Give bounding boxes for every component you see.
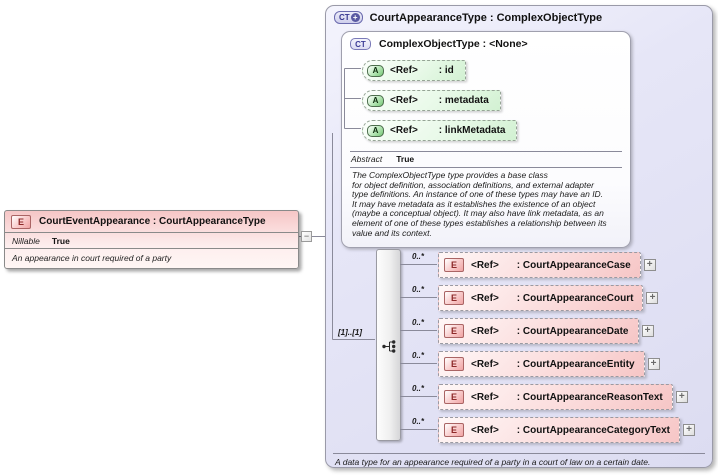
element-name: : CourtAppearanceReasonText <box>516 391 663 403</box>
attribute-ref-id[interactable]: A <Ref> : id <box>362 60 466 81</box>
base-type-box-complexobjecttype: CT ComplexObjectType : <None> A <Ref> : … <box>341 31 631 248</box>
element-row: E <Ref> : CourtAppearanceDate + <box>438 318 654 344</box>
complextype-plus-icon: CT + <box>334 11 363 24</box>
element-ref-courtappearancecourt[interactable]: E <Ref> : CourtAppearanceCourt <box>438 285 644 311</box>
base-type-title: ComplexObjectType : <None> <box>379 38 528 50</box>
expand-button[interactable]: + <box>646 292 659 304</box>
expand-button[interactable]: + <box>682 424 695 436</box>
cardinality-label: 0..* <box>412 351 425 360</box>
element-node-courteventappearance[interactable]: E CourtEventAppearance : CourtAppearance… <box>4 210 299 269</box>
attribute-name: : linkMetadata <box>438 125 506 136</box>
element-icon: E <box>444 390 464 404</box>
type-box-title: CourtAppearanceType : ComplexObjectType <box>369 11 603 24</box>
element-icon: E <box>444 324 464 338</box>
element-row: E <Ref> : CourtAppearanceEntity + <box>438 351 660 377</box>
attribute-icon: A <box>367 124 384 137</box>
element-row: E <Ref> : CourtAppearanceReasonText + <box>438 384 688 410</box>
sequence-indicator[interactable] <box>376 249 401 441</box>
separator <box>350 151 622 152</box>
element-name: : CourtAppearanceCourt <box>516 292 634 304</box>
sequence-cardinality: [1]..[1] <box>338 328 362 337</box>
element-ref-courtappearancedate[interactable]: E <Ref> : CourtAppearanceDate <box>438 318 639 344</box>
element-row: E <Ref> : CourtAppearanceCategoryText + <box>438 417 695 443</box>
cardinality-label: 0..* <box>412 384 425 393</box>
base-type-description: The ComplexObjectType type provides a ba… <box>352 170 607 238</box>
attribute-icon: A <box>367 64 384 77</box>
type-box-header: CT + CourtAppearanceType : ComplexObject… <box>334 11 602 24</box>
complextype-icon: CT <box>350 38 371 50</box>
element-node-description: An appearance in court required of a par… <box>12 253 172 263</box>
type-documentation: A data type for an appearance required o… <box>335 457 651 467</box>
cardinality-label: 0..* <box>412 285 425 294</box>
element-name: : CourtAppearanceEntity <box>516 358 635 370</box>
element-ref-label: <Ref> <box>471 391 499 403</box>
abstract-row: Abstract True <box>351 154 414 164</box>
attribute-ref-metadata[interactable]: A <Ref> : metadata <box>362 90 501 111</box>
nillable-value: True <box>51 235 70 246</box>
cardinality-label: 0..* <box>412 318 425 327</box>
element-icon: E <box>444 291 464 305</box>
separator <box>350 167 622 168</box>
element-ref-label: <Ref> <box>471 292 499 304</box>
element-icon: E <box>11 214 31 229</box>
type-box-courtappearancetype: CT + CourtAppearanceType : ComplexObject… <box>325 5 713 468</box>
attribute-name: : id <box>438 65 454 76</box>
element-icon: E <box>444 423 464 437</box>
abstract-value: True <box>396 154 415 164</box>
element-row: E <Ref> : CourtAppearanceCourt + <box>438 285 659 311</box>
nillable-label: Nillable <box>12 235 40 246</box>
element-node-header: E CourtEventAppearance : CourtAppearance… <box>5 211 298 233</box>
element-ref-courtappearanceentity[interactable]: E <Ref> : CourtAppearanceEntity <box>438 351 645 377</box>
expand-button[interactable]: + <box>643 259 656 271</box>
attribute-ref-label: <Ref> <box>390 65 418 76</box>
element-name: : CourtAppearanceCase <box>516 259 631 271</box>
base-type-header: CT ComplexObjectType : <None> <box>350 38 528 50</box>
abstract-label: Abstract <box>351 154 383 164</box>
nillable-row: Nillable True <box>5 233 298 249</box>
expand-button[interactable]: + <box>675 391 688 403</box>
element-name: : CourtAppearanceDate <box>516 325 629 337</box>
separator <box>333 453 705 454</box>
attribute-ref-linkmetadata[interactable]: A <Ref> : linkMetadata <box>362 120 518 141</box>
attribute-ref-label: <Ref> <box>390 125 418 136</box>
element-icon: E <box>444 357 464 371</box>
element-ref-label: <Ref> <box>471 424 499 436</box>
element-ref-courtappearancecategorytext[interactable]: E <Ref> : CourtAppearanceCategoryText <box>438 417 680 443</box>
collapse-toggle[interactable]: − <box>301 231 312 242</box>
element-ref-courtappearancecase[interactable]: E <Ref> : CourtAppearanceCase <box>438 252 641 278</box>
expand-button[interactable]: + <box>647 358 660 370</box>
attribute-name: : metadata <box>438 95 489 106</box>
element-ref-courtappearancereasontext[interactable]: E <Ref> : CourtAppearanceReasonText <box>438 384 673 410</box>
element-node-title: CourtEventAppearance : CourtAppearanceTy… <box>39 216 266 227</box>
expand-button[interactable]: + <box>641 325 654 337</box>
element-ref-label: <Ref> <box>471 259 499 271</box>
attribute-icon: A <box>367 94 384 107</box>
element-row: E <Ref> : CourtAppearanceCase + <box>438 252 656 278</box>
sequence-icon <box>382 340 396 353</box>
attribute-ref-label: <Ref> <box>390 95 418 106</box>
element-ref-label: <Ref> <box>471 358 499 370</box>
cardinality-label: 0..* <box>412 252 425 261</box>
element-ref-label: <Ref> <box>471 325 499 337</box>
element-icon: E <box>444 258 464 272</box>
element-name: : CourtAppearanceCategoryText <box>516 424 670 436</box>
cardinality-label: 0..* <box>412 417 425 426</box>
